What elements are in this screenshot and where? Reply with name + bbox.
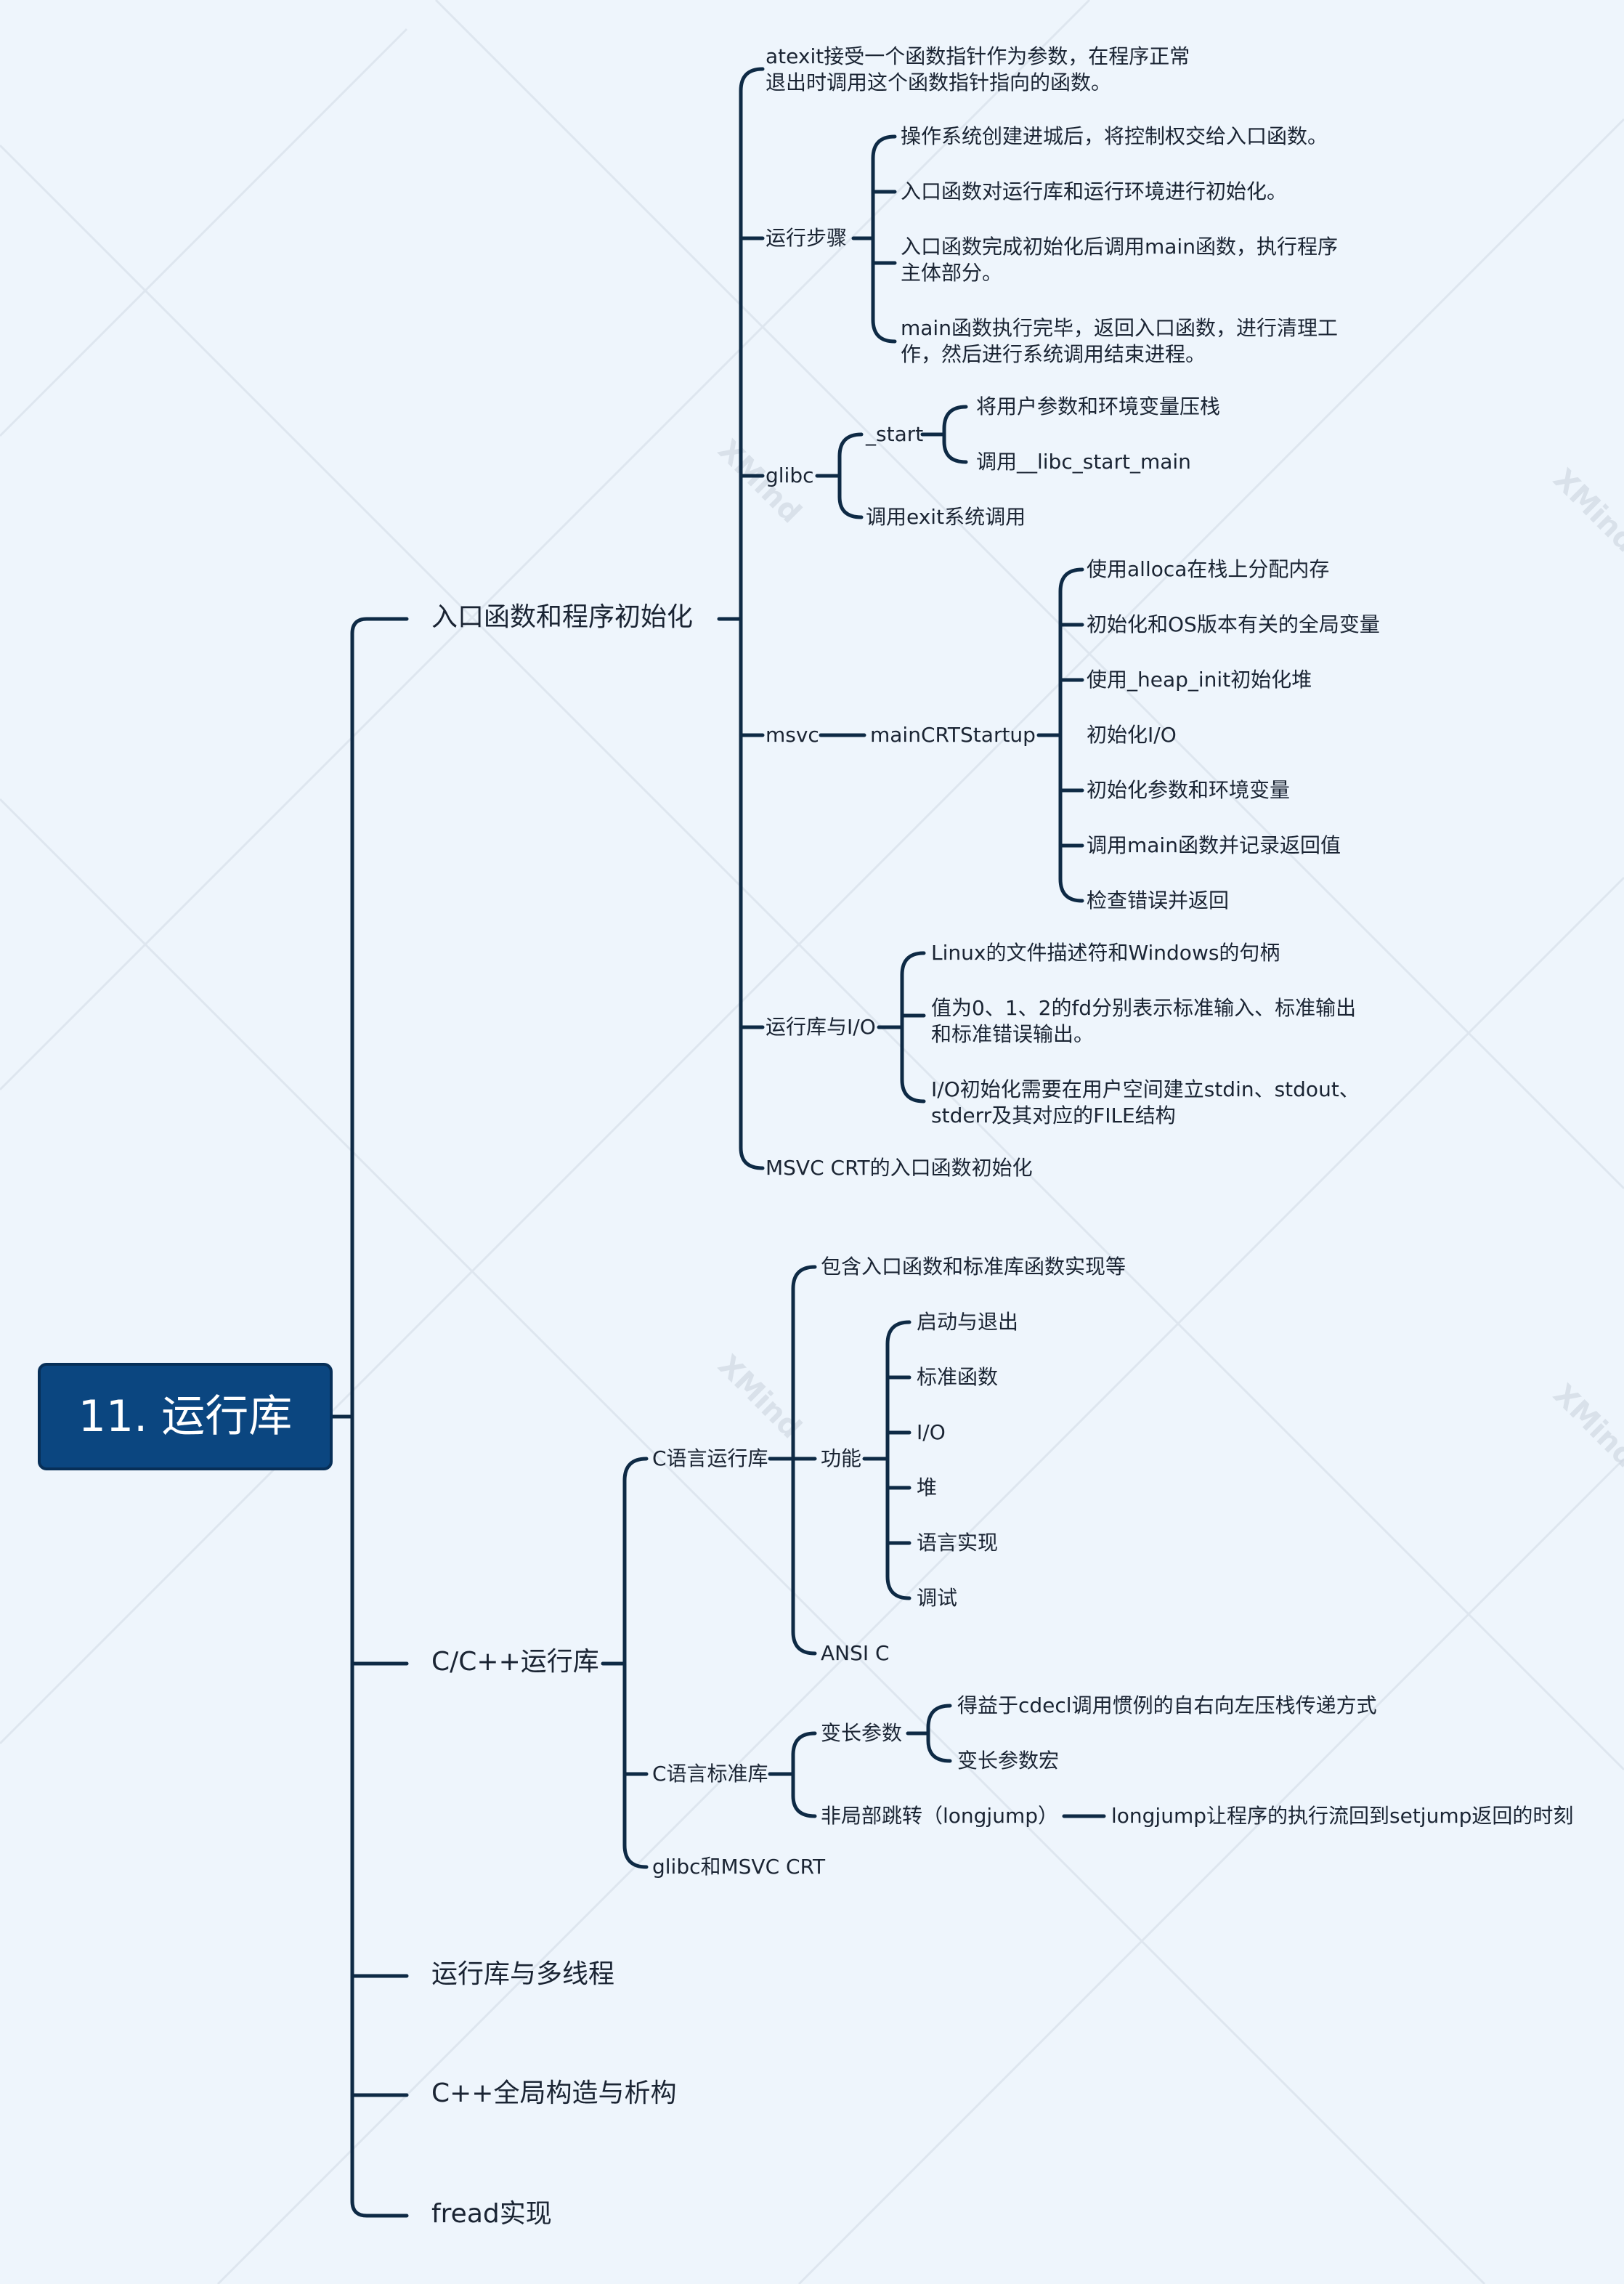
crt-item[interactable]: 使用alloca在栈上分配内存	[1087, 557, 1330, 581]
io-item[interactable]: 值为0、1、2的fd分别表示标准输入、标准输出和标准错误输出。	[931, 996, 1357, 1046]
topic-exit[interactable]: 调用exit系统调用	[866, 505, 1026, 529]
feature-item[interactable]: 语言实现	[917, 1531, 999, 1555]
topic-ansi-c[interactable]: ANSI C	[821, 1641, 890, 1665]
topic-fread[interactable]: fread实现	[431, 2199, 552, 2229]
root-topic[interactable]: 11. 运行库	[38, 1363, 333, 1470]
step-item[interactable]: 操作系统创建进城后，将控制权交给入口函数。	[901, 124, 1328, 148]
crt-item[interactable]: 调用main函数并记录返回值	[1087, 833, 1341, 857]
start-item[interactable]: 将用户参数和环境变量压栈	[976, 394, 1221, 418]
topic-c-runtime[interactable]: C语言运行库	[652, 1446, 768, 1470]
varargs-item[interactable]: 变长参数宏	[957, 1749, 1060, 1773]
longjump-item[interactable]: longjump让程序的执行流回到setjump返回的时刻	[1111, 1804, 1574, 1828]
topic-glibc-msvc[interactable]: glibc和MSVC CRT	[652, 1855, 826, 1879]
io-item[interactable]: I/O初始化需要在用户空间建立stdin、stdout、stderr及其对应的F…	[931, 1077, 1360, 1127]
step-item[interactable]: 入口函数完成初始化后调用main函数，执行程序主体部分。	[901, 235, 1338, 285]
feature-item[interactable]: I/O	[917, 1420, 946, 1444]
crt-item[interactable]: 初始化参数和环境变量	[1087, 778, 1291, 802]
step-item[interactable]: 入口函数对运行库和运行环境进行初始化。	[901, 179, 1288, 203]
topic-glibc[interactable]: glibc	[766, 463, 814, 487]
topic-msvc[interactable]: msvc	[766, 723, 819, 747]
topic-multithread[interactable]: 运行库与多线程	[431, 1959, 615, 1989]
topic-features[interactable]: 功能	[821, 1446, 862, 1470]
crt-item[interactable]: 初始化I/O	[1087, 723, 1177, 747]
feature-item[interactable]: 启动与退出	[917, 1310, 1019, 1334]
topic-maincrtstartup[interactable]: mainCRTStartup	[870, 723, 1036, 747]
topic-atexit[interactable]: atexit接受一个函数指针作为参数，在程序正常退出时调用这个函数指针指向的函数…	[766, 44, 1190, 94]
c-runtime-contains[interactable]: 包含入口函数和标准库函数实现等	[821, 1255, 1126, 1279]
topic-steps[interactable]: 运行步骤	[766, 226, 848, 250]
crt-item[interactable]: 检查错误并返回	[1087, 888, 1230, 912]
varargs-item[interactable]: 得益于cdecl调用惯例的自右向左压栈传递方式	[957, 1693, 1377, 1717]
feature-item[interactable]: 标准函数	[917, 1365, 999, 1389]
topic-runtime-io[interactable]: 运行库与I/O	[766, 1015, 876, 1039]
topic-longjump[interactable]: 非局部跳转（longjump）	[821, 1804, 1059, 1828]
feature-item[interactable]: 堆	[917, 1475, 938, 1499]
topic-varargs[interactable]: 变长参数	[821, 1721, 903, 1745]
crt-item[interactable]: 使用_heap_init初始化堆	[1087, 668, 1312, 692]
io-item[interactable]: Linux的文件描述符和Windows的句柄	[931, 941, 1280, 965]
step-item[interactable]: main函数执行完毕，返回入口函数，进行清理工作，然后进行系统调用结束进程。	[901, 316, 1338, 366]
topic-cpp-global[interactable]: C++全局构造与析构	[431, 2078, 677, 2108]
topic-start[interactable]: _start	[866, 422, 924, 446]
feature-item[interactable]: 调试	[917, 1586, 958, 1610]
crt-item[interactable]: 初始化和OS版本有关的全局变量	[1087, 612, 1380, 636]
topic-msvc-crt-init[interactable]: MSVC CRT的入口函数初始化	[766, 1156, 1033, 1180]
topic-entry[interactable]: 入口函数和程序初始化	[431, 602, 694, 632]
start-item[interactable]: 调用__libc_start_main	[976, 450, 1191, 474]
topic-c-stdlib[interactable]: C语言标准库	[652, 1762, 768, 1786]
topic-cpp-runtime[interactable]: C/C++运行库	[431, 1647, 599, 1677]
